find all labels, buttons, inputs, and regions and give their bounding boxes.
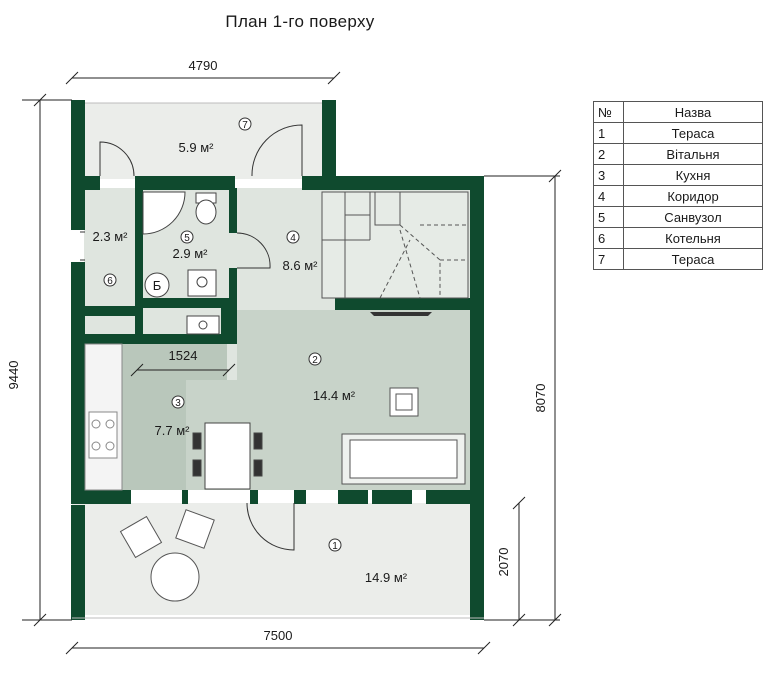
dimension-lines: [22, 71, 562, 655]
room-5-number: 5: [184, 233, 190, 244]
dining-set: [192, 422, 263, 490]
dim-top-width: 4790: [189, 58, 218, 73]
legend-row-name: Вітальня: [623, 143, 763, 165]
room-1-area: 14.9 м²: [365, 570, 408, 585]
legend-row-name: Кухня: [623, 164, 763, 186]
room-1-number: 1: [332, 541, 338, 552]
room-6-area: 2.3 м²: [93, 229, 129, 244]
room-7-area: 5.9 м²: [179, 140, 215, 155]
legend-row-num: 3: [593, 164, 624, 186]
legend-row-num: 5: [593, 206, 624, 228]
legend-row-num: 6: [593, 227, 624, 249]
fireplace-mark: [370, 312, 432, 316]
legend-row: 3 Кухня: [593, 164, 763, 186]
terrace-7-floor: [84, 103, 322, 179]
legend-row-name: Санвузол: [623, 206, 763, 228]
dim-left-height: 9440: [6, 361, 21, 390]
living-furniture: [341, 387, 466, 485]
kitchen-counter: [84, 343, 123, 491]
legend-row: 5 Санвузол: [593, 206, 763, 228]
legend-row: 4 Коридор: [593, 185, 763, 207]
legend-row-name: Котельня: [623, 227, 763, 249]
terrace-furniture: [119, 509, 215, 602]
legend-header-num: №: [593, 101, 624, 123]
boiler-mark: Б: [153, 278, 162, 293]
staircase: [321, 191, 469, 299]
dim-terrace-depth: 2070: [496, 548, 511, 577]
doors: [80, 124, 303, 551]
legend-header-name: Назва: [623, 101, 763, 123]
dim-right-height: 8070: [533, 384, 548, 413]
plan-title: План 1-го поверху: [225, 12, 375, 31]
legend-row-name: Коридор: [623, 185, 763, 207]
room-4-area: 8.6 м²: [283, 258, 319, 273]
dim-bottom-width: 7500: [264, 628, 293, 643]
legend-row-num: 2: [593, 143, 624, 165]
terrace-1-floor: [72, 503, 482, 615]
legend-row-num: 7: [593, 248, 624, 270]
room-2-area: 14.4 м²: [313, 388, 356, 403]
room-legend-table: № Назва 1 Тераса 2 Вітальня 3 Кухня 4 Ко…: [593, 101, 763, 270]
room-4-number: 4: [290, 233, 296, 244]
legend-row: 1 Тераса: [593, 122, 763, 144]
room-6-number: 6: [107, 276, 113, 287]
room-5-area: 2.9 м²: [173, 246, 209, 261]
room-7-number: 7: [242, 120, 248, 131]
room-2-number: 2: [312, 355, 318, 366]
legend-row-name: Тераса: [623, 122, 763, 144]
legend-row-num: 1: [593, 122, 624, 144]
legend-header-row: № Назва: [593, 101, 763, 123]
bathroom-fixtures: [142, 191, 220, 335]
legend-row: 7 Тераса: [593, 248, 763, 270]
legend-row: 6 Котельня: [593, 227, 763, 249]
legend-row-name: Тераса: [623, 248, 763, 270]
room-3-area: 7.7 м²: [155, 423, 191, 438]
walls: [71, 100, 484, 620]
legend-row-num: 4: [593, 185, 624, 207]
room-labels: 1 14.9 м² 2 14.4 м² 3 7.7 м² 4 8.6 м² 5 …: [93, 117, 408, 585]
room-3-number: 3: [175, 398, 181, 409]
legend-row: 2 Вітальня: [593, 143, 763, 165]
dim-kitchen-width: 1524: [169, 348, 198, 363]
